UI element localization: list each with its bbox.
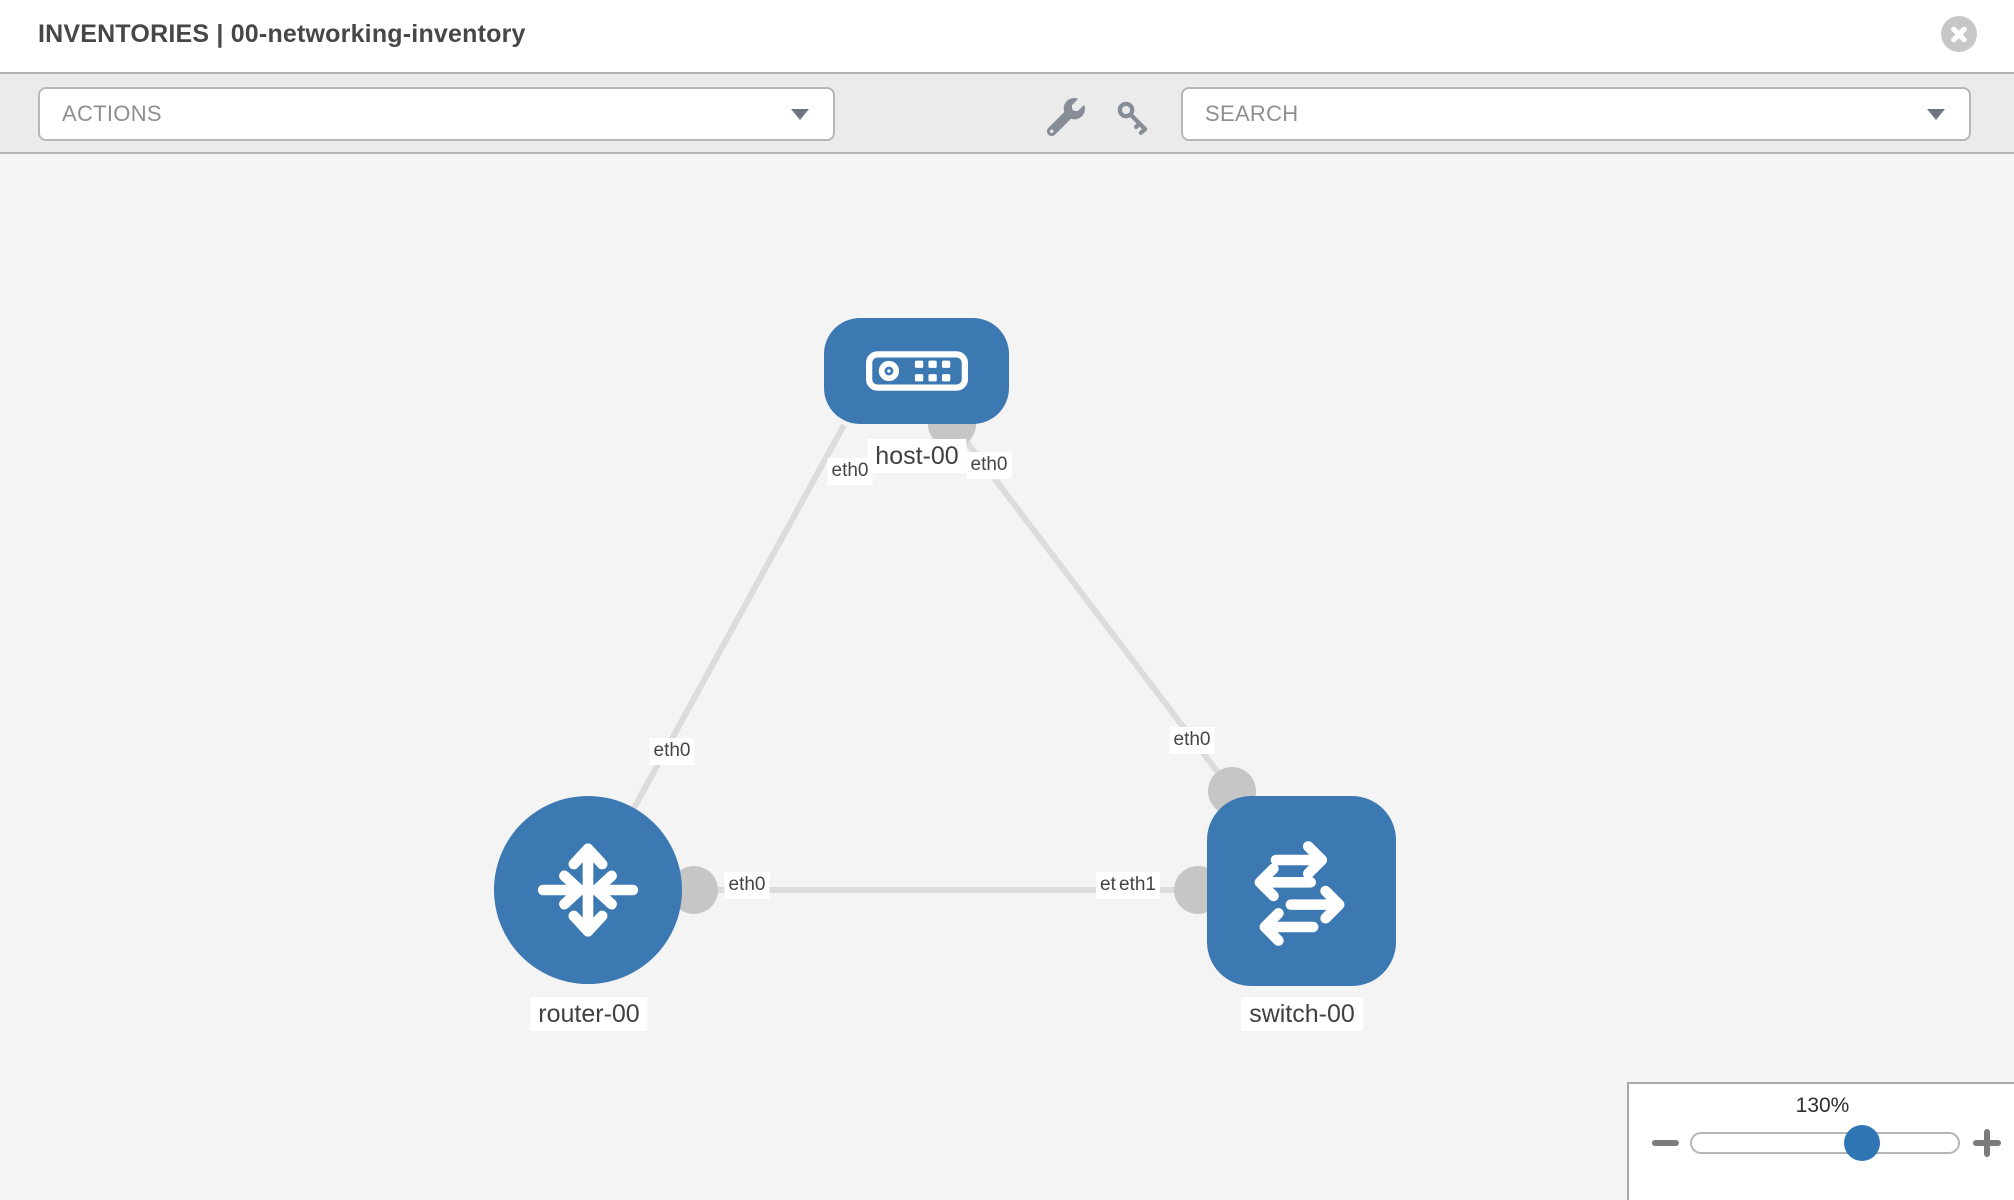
iface-label-switch00-eth1: eth1 [1117, 872, 1160, 899]
zoom-control-panel: 130% [1627, 1082, 2014, 1200]
zoom-level-value: 130% [1795, 1094, 1850, 1117]
actions-dropdown[interactable]: ACTIONS [38, 87, 835, 141]
iface-label-host00-eth0-left: eth0 [827, 458, 873, 485]
zoom-out-button[interactable] [1652, 1140, 1679, 1146]
switch-icon [1254, 841, 1344, 946]
chevron-down-icon [791, 109, 809, 120]
node-label-host-00: host-00 [867, 439, 967, 473]
host-icon [865, 351, 968, 391]
node-router-00[interactable] [494, 796, 682, 984]
actions-dropdown-value: ACTIONS [62, 101, 162, 126]
iface-label-host00-eth0-right: eth0 [966, 452, 1012, 479]
port-router00-right [670, 866, 718, 914]
credentials-key-button[interactable] [1114, 98, 1152, 136]
topology-canvas[interactable]: host-00 router-00 switch-00 eth0 eth0 et… [0, 154, 2014, 1200]
chevron-down-icon [1927, 109, 1945, 120]
wrench-icon [1047, 98, 1085, 136]
search-dropdown[interactable]: SEARCH [1181, 87, 1971, 141]
page-title: INVENTORIES | 00-networking-inventory [38, 20, 526, 48]
toolbar: ACTIONS SEARCH [0, 72, 2014, 154]
node-label-router-00: router-00 [530, 997, 648, 1031]
zoom-slider-track[interactable] [1690, 1132, 1960, 1154]
plus-icon [1984, 1129, 1990, 1157]
node-switch-00[interactable] [1207, 796, 1396, 986]
router-icon [537, 843, 639, 937]
configure-wrench-button[interactable] [1047, 98, 1085, 136]
zoom-in-button[interactable] [1973, 1129, 2001, 1157]
close-button[interactable] [1941, 16, 1977, 52]
iface-label-router00-eth0-top: eth0 [649, 738, 695, 765]
zoom-slider-handle[interactable] [1844, 1125, 1880, 1161]
node-label-switch-00: switch-00 [1241, 997, 1363, 1031]
search-dropdown-value: SEARCH [1205, 101, 1299, 126]
key-icon [1117, 101, 1148, 135]
iface-label-router00-eth0-right: eth0 [724, 872, 770, 899]
node-host-00[interactable] [824, 318, 1009, 424]
links-layer [631, 400, 1256, 914]
iface-label-switch00-eth0-top: eth0 [1169, 727, 1215, 754]
header: INVENTORIES | 00-networking-inventory [0, 0, 2014, 72]
